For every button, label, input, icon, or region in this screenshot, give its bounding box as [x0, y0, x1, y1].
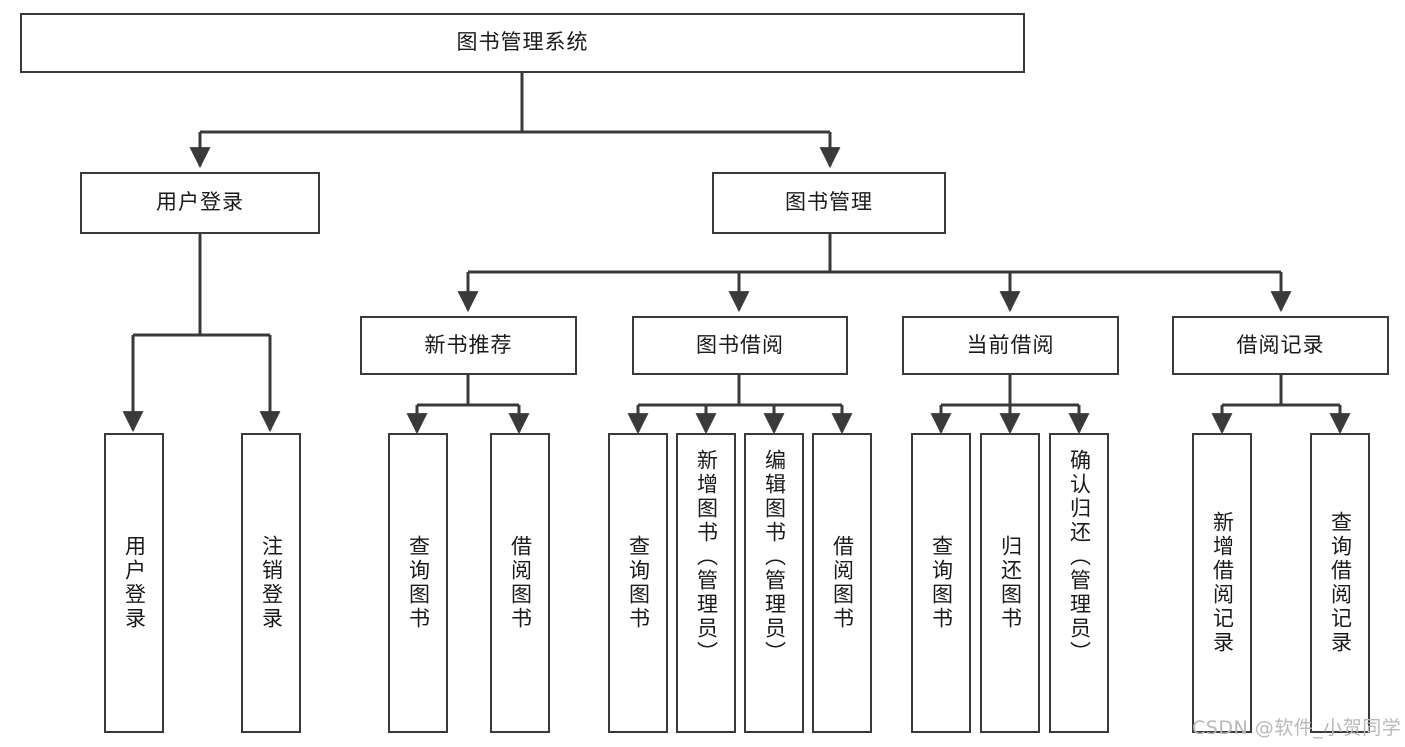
leaf-user-login-label: 用户登录 — [122, 535, 147, 631]
leaf-br-add-record-label: 新增借阅记录 — [1210, 511, 1235, 655]
node-book-manage-label: 图书管理 — [785, 190, 873, 215]
node-current-borrow-label: 当前借阅 — [966, 332, 1055, 357]
node-user-login-label: 用户登录 — [156, 190, 244, 215]
leaf-bb-query-book-label: 查询图书 — [626, 535, 651, 631]
leaf-bb-borrow-book[interactable]: 借阅图书 — [812, 433, 872, 733]
leaf-user-login[interactable]: 用户登录 — [104, 433, 164, 733]
node-root[interactable]: 图书管理系统 — [20, 13, 1025, 73]
leaf-br-query-record-label: 查询借阅记录 — [1328, 511, 1353, 655]
node-book-borrow-label: 图书借阅 — [696, 332, 784, 357]
leaf-bb-edit-book[interactable]: 编辑图书（管理员） — [744, 433, 804, 733]
node-borrow-record[interactable]: 借阅记录 — [1172, 316, 1389, 375]
node-borrow-record-label: 借阅记录 — [1236, 332, 1325, 357]
node-book-manage[interactable]: 图书管理 — [712, 172, 946, 234]
leaf-nb-query-book-label: 查询图书 — [406, 535, 431, 631]
node-new-book-recommend[interactable]: 新书推荐 — [360, 316, 577, 375]
leaf-br-query-record[interactable]: 查询借阅记录 — [1310, 433, 1370, 733]
leaf-logout-label: 注销登录 — [259, 535, 284, 631]
leaf-cb-confirm-return[interactable]: 确认归还（管理员） — [1049, 433, 1109, 733]
leaf-bb-borrow-book-label: 借阅图书 — [830, 535, 855, 631]
leaf-logout[interactable]: 注销登录 — [241, 433, 301, 733]
leaf-cb-query-book[interactable]: 查询图书 — [911, 433, 971, 733]
node-root-label: 图书管理系统 — [456, 30, 589, 55]
leaf-nb-query-book[interactable]: 查询图书 — [388, 433, 448, 733]
leaf-cb-return-book[interactable]: 归还图书 — [980, 433, 1040, 733]
leaf-cb-return-book-label: 归还图书 — [998, 535, 1023, 631]
leaf-nb-borrow-book-label: 借阅图书 — [508, 535, 533, 631]
leaf-br-add-record[interactable]: 新增借阅记录 — [1192, 433, 1252, 733]
leaf-cb-query-book-label: 查询图书 — [929, 535, 954, 631]
node-current-borrow[interactable]: 当前借阅 — [902, 316, 1119, 375]
leaf-bb-query-book[interactable]: 查询图书 — [608, 433, 668, 733]
leaf-bb-add-book[interactable]: 新增图书（管理员） — [676, 433, 736, 733]
csdn-watermark: CSDN @软件_小贺同学 — [1192, 717, 1402, 739]
leaf-bb-add-book-label: 新增图书（管理员） — [694, 449, 719, 665]
leaf-bb-edit-book-label: 编辑图书（管理员） — [762, 449, 787, 665]
node-new-book-recommend-label: 新书推荐 — [424, 332, 513, 357]
node-book-borrow[interactable]: 图书借阅 — [632, 316, 848, 375]
leaf-nb-borrow-book[interactable]: 借阅图书 — [490, 433, 550, 733]
node-user-login[interactable]: 用户登录 — [80, 172, 320, 234]
leaf-cb-confirm-return-label: 确认归还（管理员） — [1067, 449, 1092, 665]
